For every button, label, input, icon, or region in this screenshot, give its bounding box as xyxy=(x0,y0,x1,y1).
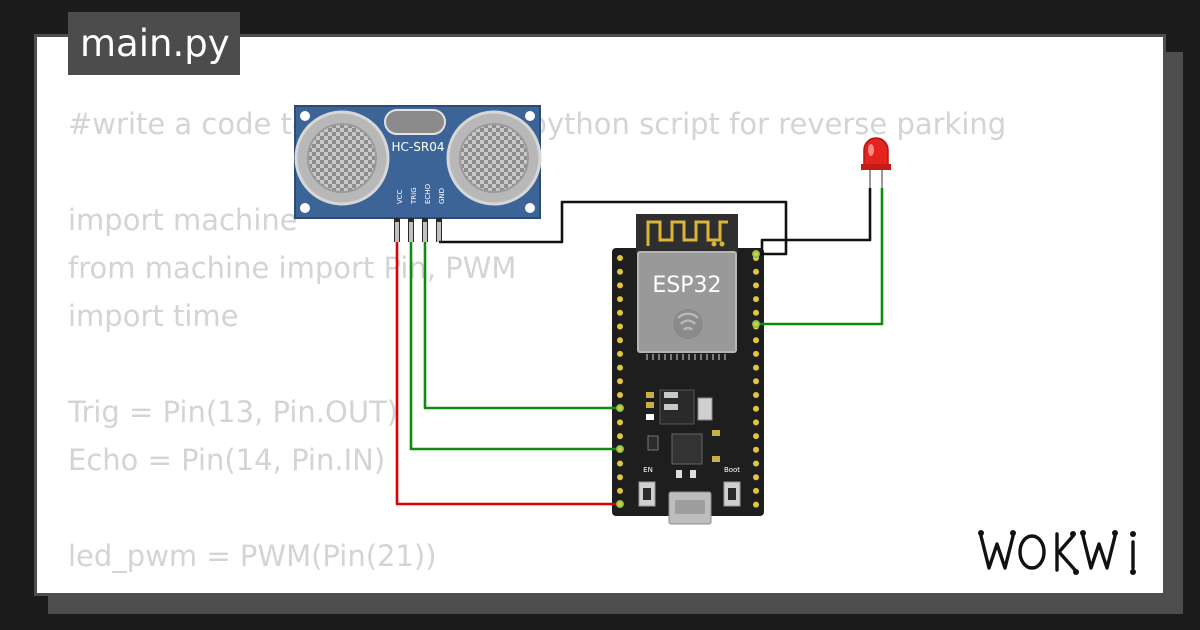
file-tab-label: main.py xyxy=(80,22,230,65)
file-tab-main-py[interactable]: main.py xyxy=(68,12,240,75)
mount-hole xyxy=(300,203,310,213)
project-card[interactable] xyxy=(34,34,1166,596)
wire-led-cathode-black xyxy=(760,188,872,256)
transducer-left xyxy=(294,110,390,206)
header-pin xyxy=(753,337,759,344)
en-button[interactable] xyxy=(638,481,656,507)
antenna-trace xyxy=(646,220,728,246)
header-pin xyxy=(617,392,623,398)
header-pin xyxy=(753,433,759,440)
header-pin xyxy=(617,487,623,494)
wokwi-logo xyxy=(978,530,1136,575)
en-label: EN xyxy=(643,466,653,474)
header-pin xyxy=(753,282,759,289)
micro-usb-port xyxy=(668,491,712,525)
board-components xyxy=(646,389,720,478)
espressif-logo-icon xyxy=(673,309,703,339)
wire-echo-green xyxy=(423,242,620,410)
sensor-pin-label-gnd: GND xyxy=(438,188,446,204)
header-pin xyxy=(753,405,759,412)
wroom-module-shield xyxy=(637,251,737,353)
header-pin xyxy=(753,378,759,385)
module-castellations xyxy=(646,354,726,360)
header-pin xyxy=(753,474,759,481)
wire-led-anode-green xyxy=(756,188,884,326)
mount-hole xyxy=(525,203,535,213)
header-pin xyxy=(617,364,623,371)
header-pin xyxy=(617,282,623,289)
right-pin-header xyxy=(753,255,759,508)
antenna-area xyxy=(636,214,738,254)
header-pin xyxy=(753,487,759,494)
boot-button[interactable] xyxy=(723,481,741,507)
header-pin xyxy=(617,378,623,385)
header-pin xyxy=(753,268,759,275)
boot-label: Boot xyxy=(724,466,740,474)
transducer-right xyxy=(446,110,542,206)
header-pin xyxy=(617,255,623,261)
header-pin xyxy=(753,392,759,398)
wires xyxy=(395,188,884,506)
connected-pins xyxy=(615,250,760,508)
sensor-model-label: HC-SR04 xyxy=(392,140,445,154)
header-pin xyxy=(617,309,623,316)
wire-gnd-black xyxy=(439,200,788,256)
esp32-label: ESP32 xyxy=(652,273,721,298)
wire-trig-green xyxy=(409,242,620,451)
header-pin xyxy=(753,364,759,371)
header-pin xyxy=(617,296,623,303)
header-pin xyxy=(753,296,759,303)
esp32-devkit-board[interactable]: ESP32 xyxy=(612,214,764,525)
sensor-pin-label-vcc: VCC xyxy=(396,189,404,204)
mount-hole xyxy=(525,111,535,121)
sensor-pin-label-echo: ECHO xyxy=(424,183,432,204)
header-pin xyxy=(753,419,759,426)
header-pin xyxy=(617,419,623,426)
header-pin xyxy=(753,446,759,453)
sensor-pin-label-trig: TRIG xyxy=(410,187,418,205)
header-pin xyxy=(753,350,759,357)
header-pin xyxy=(753,309,759,316)
code-line: led_pwm = PWM(Pin(21)) xyxy=(68,539,437,573)
header-pin xyxy=(617,460,623,467)
header-pin xyxy=(617,268,623,275)
hc-sr04-sensor[interactable]: HC-SR04 VCC TRIG ECHO GND xyxy=(294,105,542,242)
mount-hole xyxy=(300,111,310,121)
header-pin xyxy=(617,337,623,344)
code-line: Echo = Pin(14, Pin.IN) xyxy=(68,443,386,477)
code-line: Trig = Pin(13, Pin.OUT) xyxy=(68,395,399,429)
header-pin xyxy=(617,323,623,330)
header-pin xyxy=(617,474,623,481)
crystal-oscillator xyxy=(384,109,446,135)
header-pin xyxy=(617,350,623,357)
header-pin xyxy=(753,460,759,467)
wire-vcc-red xyxy=(395,242,620,506)
header-pin xyxy=(753,501,759,508)
red-led[interactable] xyxy=(861,137,891,188)
code-line: import time xyxy=(68,299,239,333)
header-pin xyxy=(617,433,623,440)
sensor-header-pins xyxy=(394,218,442,242)
code-line: import machine xyxy=(68,203,298,237)
